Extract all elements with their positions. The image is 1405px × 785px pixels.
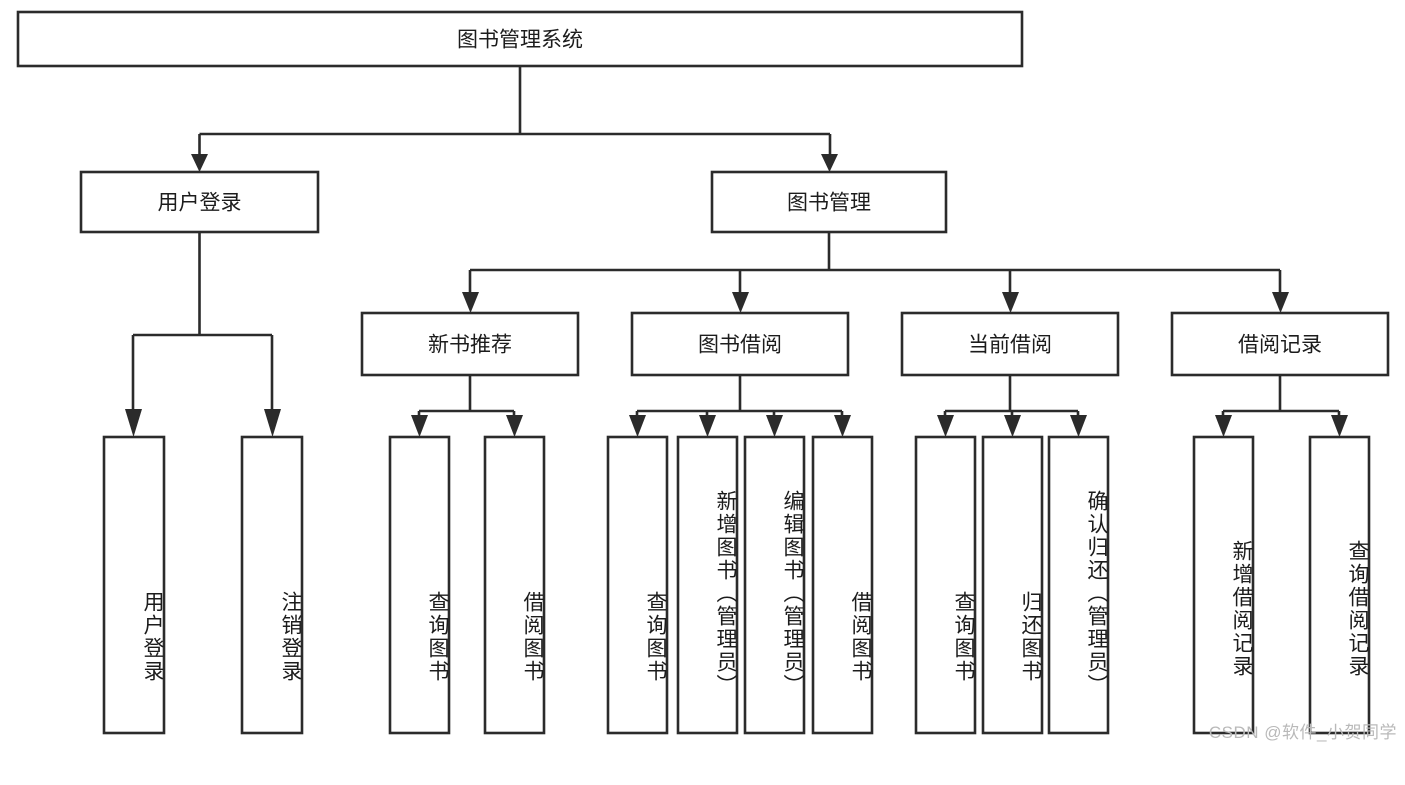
node-book-borrow-label: 图书借阅 bbox=[698, 334, 782, 357]
arrow-icon bbox=[629, 415, 646, 437]
node-book-borrow[interactable]: 图书借阅 bbox=[630, 311, 850, 377]
node-leaf-records-add-record[interactable] bbox=[1192, 435, 1255, 735]
arrow-icon bbox=[1272, 292, 1289, 313]
connector-records-to-leaves bbox=[1221, 375, 1341, 419]
connector-layer bbox=[131, 66, 1341, 419]
node-new-book-recommend[interactable]: 新书推荐 bbox=[360, 311, 580, 377]
node-user-login[interactable]: 用户登录 bbox=[79, 170, 320, 234]
arrow-icon bbox=[1331, 415, 1348, 437]
node-root[interactable]: 图书管理系统 bbox=[16, 10, 1024, 68]
arrow-icon bbox=[937, 415, 954, 437]
node-borrow-records[interactable]: 借阅记录 bbox=[1170, 311, 1390, 377]
node-new-book-recommend-label: 新书推荐 bbox=[428, 334, 512, 357]
arrow-icon bbox=[834, 415, 851, 437]
node-leaf-borrow-borrow-book[interactable] bbox=[811, 435, 874, 735]
node-leaf-current-query-book[interactable] bbox=[914, 435, 977, 735]
arrow-icon bbox=[1004, 415, 1021, 437]
node-leaf-borrow-query-book[interactable] bbox=[606, 435, 669, 735]
connector-bookborrow-to-leaves bbox=[635, 375, 844, 419]
node-leaf-borrow-edit-book[interactable] bbox=[743, 435, 806, 735]
node-leaf-borrow-add-book[interactable] bbox=[676, 435, 739, 735]
node-book-manage-label: 图书管理 bbox=[787, 192, 871, 215]
connector-recommend-to-leaves bbox=[417, 375, 516, 419]
node-leaf-current-confirm-return[interactable] bbox=[1047, 435, 1110, 735]
arrow-icon bbox=[1002, 292, 1019, 313]
arrow-icon bbox=[766, 415, 783, 437]
flowchart-svg: 图书管理系统 用户登录 图书管理 新书推荐 图书借阅 bbox=[16, 10, 1390, 735]
arrow-icon bbox=[821, 154, 838, 172]
arrow-icon bbox=[125, 409, 142, 437]
arrow-icon bbox=[191, 154, 208, 172]
node-leaf-records-query-record[interactable] bbox=[1308, 435, 1371, 735]
connector-root-to-bus bbox=[198, 66, 832, 154]
node-leaf-current-return-book[interactable] bbox=[981, 435, 1044, 735]
arrow-icon bbox=[699, 415, 716, 437]
node-layer: 图书管理系统 用户登录 图书管理 新书推荐 图书借阅 bbox=[16, 10, 1390, 735]
node-leaf-user-login[interactable] bbox=[102, 435, 166, 735]
node-borrow-records-label: 借阅记录 bbox=[1238, 334, 1322, 357]
arrow-icon bbox=[732, 292, 749, 313]
node-leaf-user-logout[interactable] bbox=[240, 435, 304, 735]
node-leaf-recommend-borrow-book[interactable] bbox=[483, 435, 546, 735]
node-root-label: 图书管理系统 bbox=[457, 29, 583, 52]
node-leaf-recommend-query-book[interactable] bbox=[388, 435, 451, 735]
arrow-icon bbox=[462, 292, 479, 313]
arrowhead-layer bbox=[125, 154, 1348, 437]
arrow-icon bbox=[1215, 415, 1232, 437]
connector-userlogin-to-leaves bbox=[131, 232, 274, 417]
node-book-manage[interactable]: 图书管理 bbox=[710, 170, 948, 234]
watermark-text: CSDN @软件_小贺同学 bbox=[1208, 723, 1397, 742]
arrow-icon bbox=[1070, 415, 1087, 437]
connector-currentborrow-to-leaves bbox=[943, 375, 1080, 419]
arrow-icon bbox=[264, 409, 281, 437]
arrow-icon bbox=[506, 415, 523, 437]
node-current-borrow[interactable]: 当前借阅 bbox=[900, 311, 1120, 377]
connector-bookmanage-to-bus bbox=[468, 232, 1282, 292]
arrow-icon bbox=[411, 415, 428, 437]
node-current-borrow-label: 当前借阅 bbox=[968, 334, 1052, 357]
flowchart-diagram: 图书管理系统 用户登录 图书管理 新书推荐 图书借阅 bbox=[16, 10, 1397, 742]
node-user-login-label: 用户登录 bbox=[158, 192, 242, 215]
